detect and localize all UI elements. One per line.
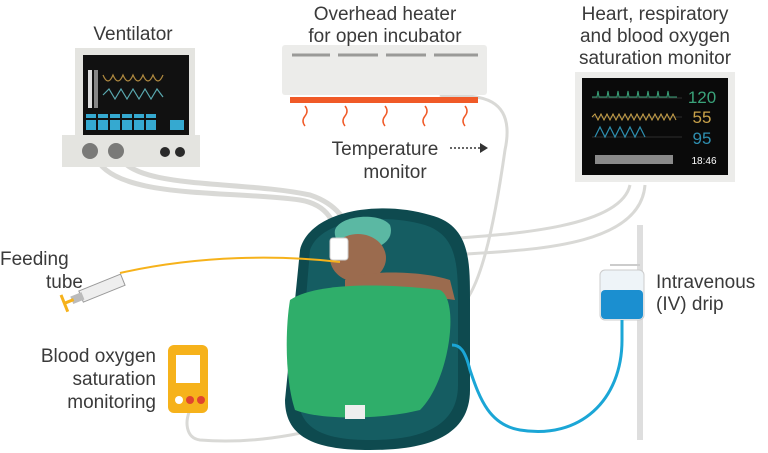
vital-signs-monitor: 120 55 95 18:46 [575,72,735,182]
label-temperature-line1: Temperature [332,139,439,160]
label-ventilator: Ventilator [93,24,173,45]
spo2-monitor-device [168,345,208,413]
label-feeding-line2: tube [46,272,83,293]
arrow-head-icon [480,143,488,153]
label-monitor-line2: and blood oxygen [580,26,730,47]
label-iv-line2: (IV) drip [656,294,724,315]
label-feeding-line1: Feeding [0,249,69,270]
heart-rate-value: 120 [688,88,716,107]
label-iv-line1: Intravenous [656,272,755,293]
pulse-oximeter-sensor [345,405,365,419]
label-monitor-line3: saturation monitor [579,48,732,69]
label-heater-line1: Overhead heater [314,4,457,25]
overhead-heater [282,45,487,127]
respiratory-rate-value: 55 [693,108,712,127]
monitor-time: 18:46 [691,156,716,167]
label-spo2-line3: monitoring [67,392,156,413]
label-spo2-line2: saturation [73,369,156,390]
iv-drip [451,225,645,440]
feeding-tube [59,256,341,313]
label-spo2-line1: Blood oxygen [41,346,156,367]
breathing-tube-connector [329,237,349,261]
oxygen-saturation-value: 95 [693,129,712,148]
ventilator [62,48,200,167]
open-incubator [285,208,470,450]
label-monitor-line1: Heart, respiratory [582,4,729,25]
label-heater-line2: for open incubator [308,26,462,47]
label-temperature-line2: monitor [363,162,427,183]
blanket [286,285,451,418]
